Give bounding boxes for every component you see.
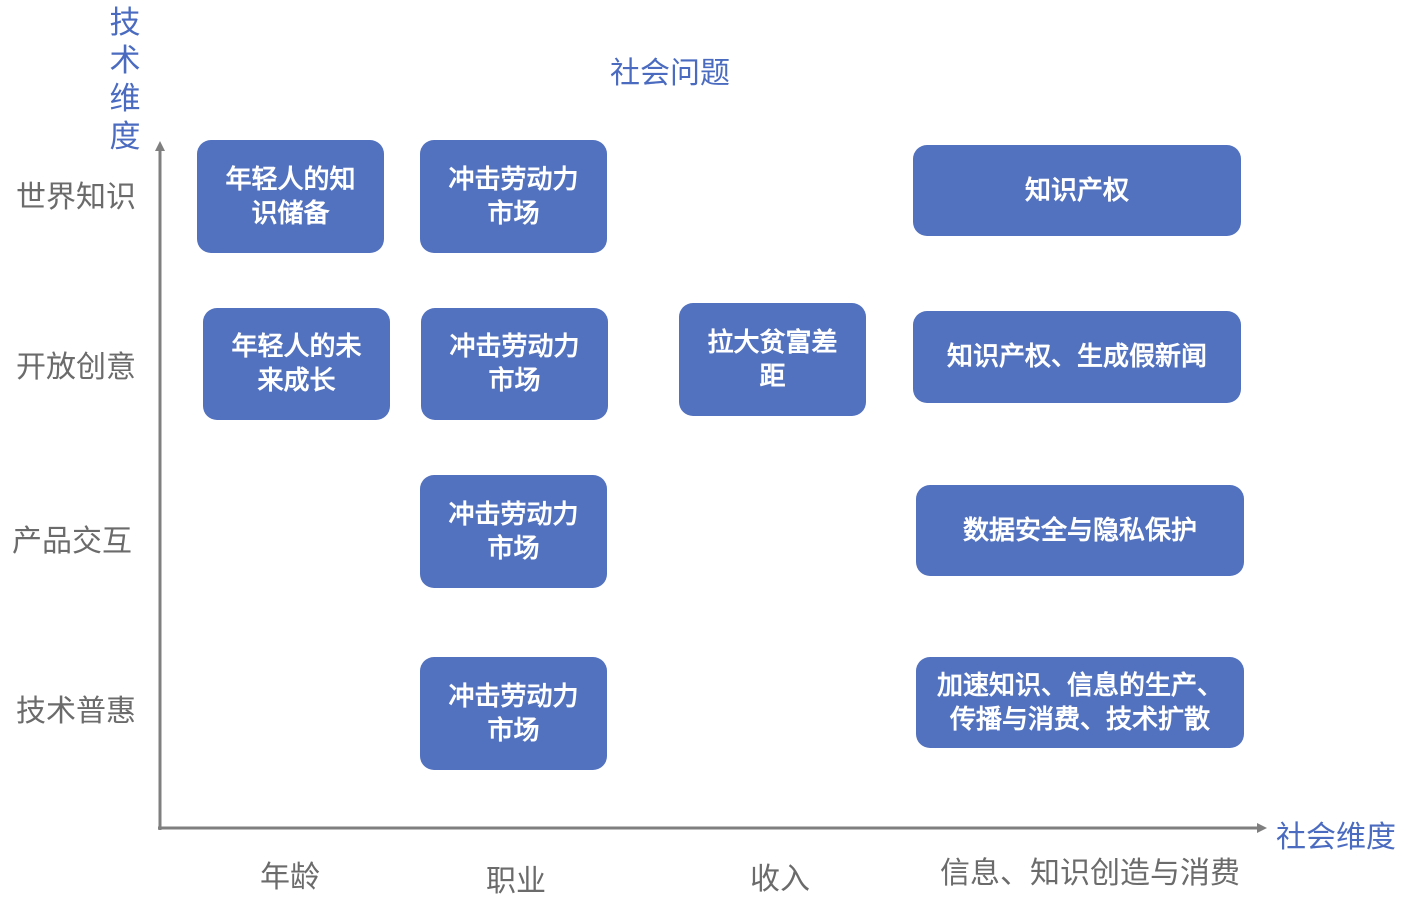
- col-label-info-knowledge: 信息、知识创造与消费: [940, 856, 1240, 891]
- issue-box: 冲击劳动力市场: [420, 657, 607, 770]
- issue-box: 加速知识、信息的生产、传播与消费、技术扩散: [916, 657, 1244, 748]
- col-label-income: 收入: [750, 862, 810, 897]
- y-axis-title-char: 维: [109, 81, 141, 117]
- issue-box: 年轻人的知识储备: [197, 140, 384, 253]
- y-axis-title-char: 度: [109, 119, 141, 155]
- issue-box: 冲击劳动力市场: [420, 140, 607, 253]
- x-axis-title: 社会维度: [1276, 820, 1396, 855]
- row-label-open-creativity: 开放创意: [16, 350, 136, 385]
- issue-box: 拉大贫富差距: [679, 303, 866, 416]
- y-axis-title: 技 术 维 度: [104, 4, 146, 156]
- y-axis-title-char: 技: [109, 5, 141, 41]
- issue-box: 冲击劳动力市场: [420, 475, 607, 588]
- issue-box: 知识产权、生成假新闻: [913, 311, 1241, 403]
- row-label-tech-inclusion: 技术普惠: [16, 694, 136, 729]
- diagram-title: 社会问题: [610, 56, 730, 91]
- issue-box: 冲击劳动力市场: [421, 308, 608, 420]
- row-label-world-knowledge: 世界知识: [16, 180, 136, 215]
- col-label-occupation: 职业: [486, 864, 546, 899]
- y-axis-title-char: 术: [109, 43, 141, 79]
- col-label-age: 年龄: [260, 860, 320, 895]
- issue-box: 数据安全与隐私保护: [916, 485, 1244, 576]
- issue-box: 知识产权: [913, 145, 1241, 236]
- issue-box: 年轻人的未来成长: [203, 308, 390, 420]
- row-label-product-interaction: 产品交互: [12, 524, 132, 559]
